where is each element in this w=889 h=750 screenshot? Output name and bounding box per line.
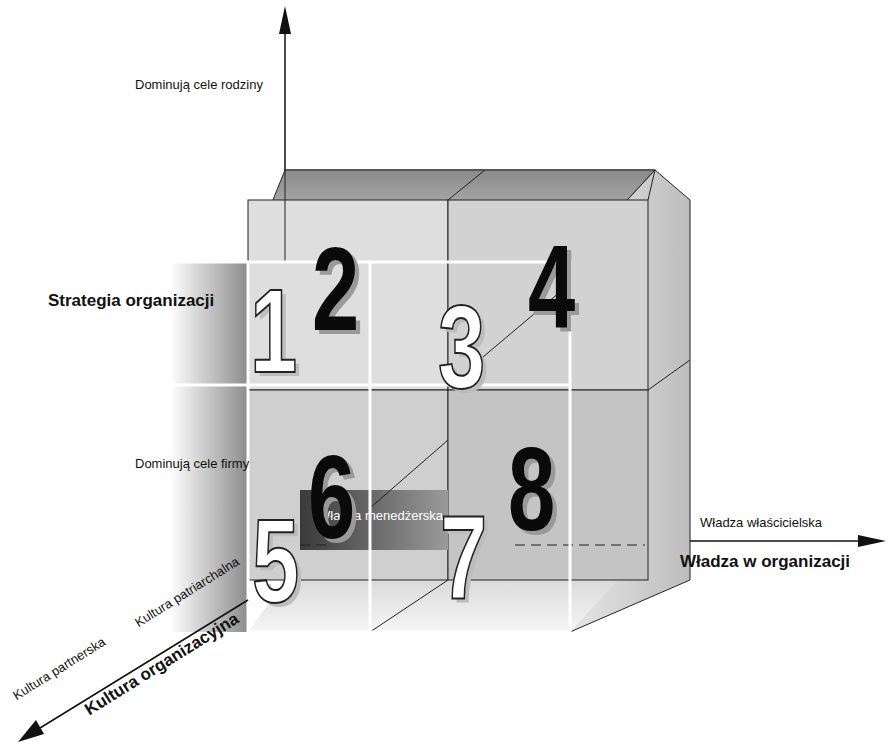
axis-title: Kultura organizacyjna bbox=[81, 609, 242, 720]
cell-number: 8 bbox=[508, 430, 555, 548]
cell-number: 7 bbox=[440, 498, 487, 616]
cell-number: 5 bbox=[252, 502, 299, 620]
cell-number: 3 bbox=[438, 288, 485, 406]
axis-label: Dominują cele firmy bbox=[135, 456, 249, 471]
axis-label: Władza właścicielska bbox=[700, 515, 822, 530]
cell-number: 2 bbox=[312, 230, 359, 348]
cell-number: 1 bbox=[250, 272, 297, 390]
axis-label: Kultura partnerska bbox=[10, 634, 108, 703]
axis-label: Dominują cele rodziny bbox=[135, 77, 263, 92]
cell-number: 4 bbox=[528, 228, 575, 346]
cell-number: 6 bbox=[308, 438, 355, 556]
axis-title: Strategia organizacji bbox=[48, 291, 214, 311]
axis-title: Władza w organizacji bbox=[680, 552, 850, 572]
